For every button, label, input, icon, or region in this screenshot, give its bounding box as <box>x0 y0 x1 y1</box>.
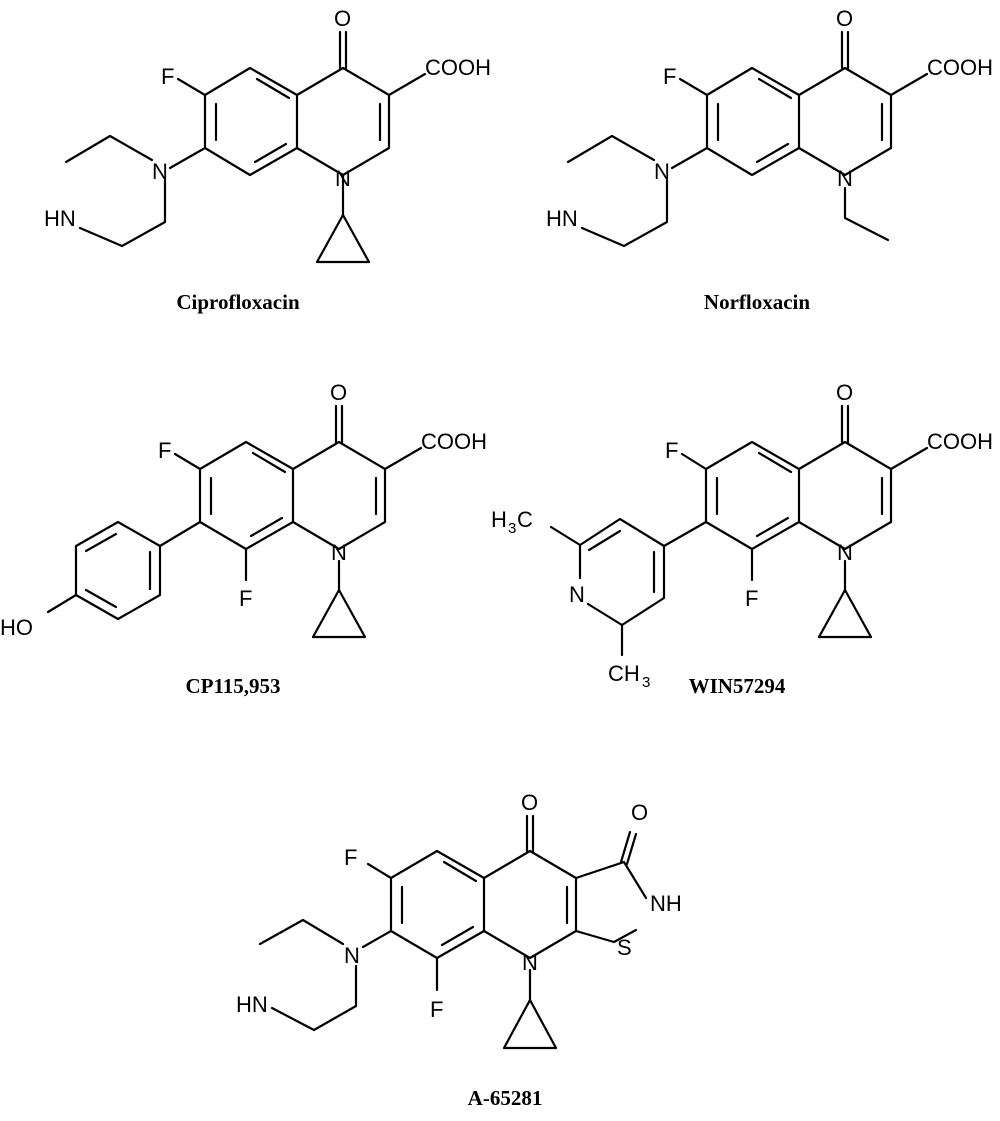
cp115953-carboxyl: COOH <box>421 429 487 454</box>
svg-text:CH: CH <box>608 661 640 686</box>
win57294-ring-n: N <box>837 540 853 565</box>
compound-ciprofloxacin: O F COOH N N HN Ciprofloxacin <box>44 6 491 314</box>
ciprofloxacin-piperazine-nh: HN <box>44 206 76 231</box>
compound-cp115953: O F COOH N F HO CP115,953 <box>0 380 487 698</box>
svg-text:H: H <box>491 507 507 532</box>
caption-cp115953: CP115,953 <box>185 674 280 698</box>
cp115953-bonds <box>46 404 423 639</box>
cp115953-ring-n: N <box>331 540 347 565</box>
cp115953-oxo-o: O <box>330 380 347 405</box>
norfloxacin-oxo-o: O <box>836 6 853 31</box>
win57294-fluorine-8: F <box>745 586 758 611</box>
win57294-methyl-top: H 3 C <box>491 507 533 537</box>
ciprofloxacin-bonds <box>64 30 427 264</box>
a65281-sulfur: S <box>617 935 632 960</box>
ciprofloxacin-ring-n: N <box>335 166 351 191</box>
compound-win57294: O F COOH N F N H 3 C CH 3 WIN57294 <box>491 380 993 698</box>
compound-a65281: O O F NH S N N F HN A-65281 <box>236 790 682 1110</box>
a65281-bonds <box>258 814 648 1050</box>
win57294-pyridine-n: N <box>569 582 585 607</box>
cp115953-fluorine-6: F <box>158 438 171 463</box>
svg-text:C: C <box>517 507 533 532</box>
cp115953-hydroxyl: HO <box>0 615 33 640</box>
norfloxacin-carboxyl: COOH <box>927 55 993 80</box>
ciprofloxacin-oxo-o: O <box>334 6 351 31</box>
caption-win57294: WIN57294 <box>689 674 786 698</box>
norfloxacin-ring-n: N <box>837 166 853 191</box>
ciprofloxacin-carboxyl: COOH <box>425 55 491 80</box>
a65281-nh: NH <box>650 891 682 916</box>
svg-text:3: 3 <box>642 674 650 691</box>
a65281-ring-n: N <box>522 950 538 975</box>
win57294-methyl-bottom: CH 3 <box>608 661 650 691</box>
ciprofloxacin-piperazine-n: N <box>152 159 168 184</box>
caption-a65281: A-65281 <box>468 1086 543 1110</box>
a65281-fluorine-6: F <box>344 845 357 870</box>
a65281-piperazine-n: N <box>344 943 360 968</box>
norfloxacin-bonds <box>566 30 929 248</box>
ciprofloxacin-fluorine: F <box>161 64 174 89</box>
a65281-isothiazolone-o: O <box>631 800 648 825</box>
norfloxacin-piperazine-nh: HN <box>546 206 578 231</box>
win57294-carboxyl: COOH <box>927 429 993 454</box>
win57294-fluorine-6: F <box>665 438 678 463</box>
win57294-bonds <box>549 404 929 657</box>
cp115953-fluorine-8: F <box>239 586 252 611</box>
a65281-piperazine-nh: HN <box>236 992 268 1017</box>
compound-norfloxacin: O F COOH N N HN Norfloxacin <box>546 6 993 314</box>
norfloxacin-piperazine-n: N <box>654 159 670 184</box>
win57294-oxo-o: O <box>836 380 853 405</box>
a65281-oxo-o: O <box>521 790 538 815</box>
caption-norfloxacin: Norfloxacin <box>704 290 810 314</box>
norfloxacin-fluorine: F <box>663 64 676 89</box>
a65281-fluorine-8: F <box>430 997 443 1022</box>
caption-ciprofloxacin: Ciprofloxacin <box>176 290 300 314</box>
svg-text:3: 3 <box>508 520 516 537</box>
